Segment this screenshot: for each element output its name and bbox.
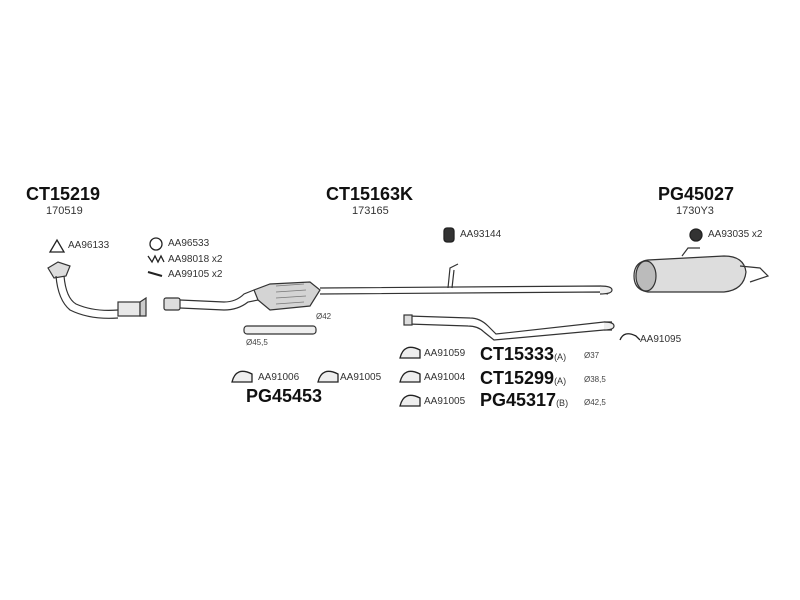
kit-suffix: (A) (554, 376, 567, 386)
rubber-mount-icon (443, 227, 455, 243)
clamp-icon-aa91005 (317, 370, 339, 383)
diameter-label: Ø42,5 (584, 398, 606, 407)
rear-muffler-ref: 1730Y3 (676, 205, 714, 217)
front-pipe-ref: 170519 (46, 205, 83, 217)
rear-muffler-code: PG45027 (658, 184, 735, 204)
part-label: AA91005 (424, 396, 466, 407)
repair-pipe-icon (243, 325, 317, 335)
kit-code-pg45453: PG45453 (246, 386, 323, 406)
hanger-icon (619, 333, 641, 341)
part-label: AA93144 (460, 229, 502, 240)
part-label: AA91095 (640, 334, 682, 345)
flange-icon (163, 297, 181, 311)
diameter-label: Ø45,5 (246, 338, 268, 347)
nut-icon (689, 228, 703, 242)
part-label: AA99105 x2 (168, 269, 223, 280)
part-label: AA96133 (68, 240, 110, 251)
clamp-icon-aa91005b (399, 394, 421, 407)
rear-connector-pipe-icon (403, 314, 615, 341)
part-label: AA91059 (424, 348, 466, 359)
diameter-label: Ø37 (584, 351, 600, 360)
kit-code-ct15333: CT15333(A) (480, 344, 567, 364)
ring-icon (149, 237, 163, 251)
part-label: AA91005 (340, 372, 382, 383)
clamp-icon-aa91006 (231, 370, 253, 383)
kit-code-ct15299: CT15299(A) (480, 368, 567, 388)
clamp-icon-aa91059 (399, 346, 421, 359)
part-label: AA96533 (168, 238, 210, 249)
rear-muffler-icon (633, 247, 770, 293)
part-label: AA91004 (424, 372, 466, 383)
diameter-label: Ø42 (316, 312, 332, 321)
catalyst-pipe-ref: 173165 (352, 205, 389, 217)
part-label: AA93035 x2 (708, 229, 763, 240)
kit-suffix: (A) (554, 352, 567, 362)
catalyst-pipe-code: CT15163K (326, 184, 414, 204)
kit-suffix: (B) (556, 398, 569, 408)
part-label: AA91006 (258, 372, 300, 383)
kit-code-pg45317: PG45317(B) (480, 390, 569, 410)
gasket-icon (48, 238, 66, 253)
spring-icon (147, 254, 165, 264)
clamp-icon-aa91004 (399, 370, 421, 383)
catalyst-pipe-icon (179, 263, 613, 311)
diameter-label: Ø38,5 (584, 375, 606, 384)
front-pipe-code: CT15219 (26, 184, 101, 204)
part-label: AA98018 x2 (168, 254, 223, 265)
front-pipe-icon (47, 261, 147, 319)
bolt-icon (147, 271, 163, 277)
